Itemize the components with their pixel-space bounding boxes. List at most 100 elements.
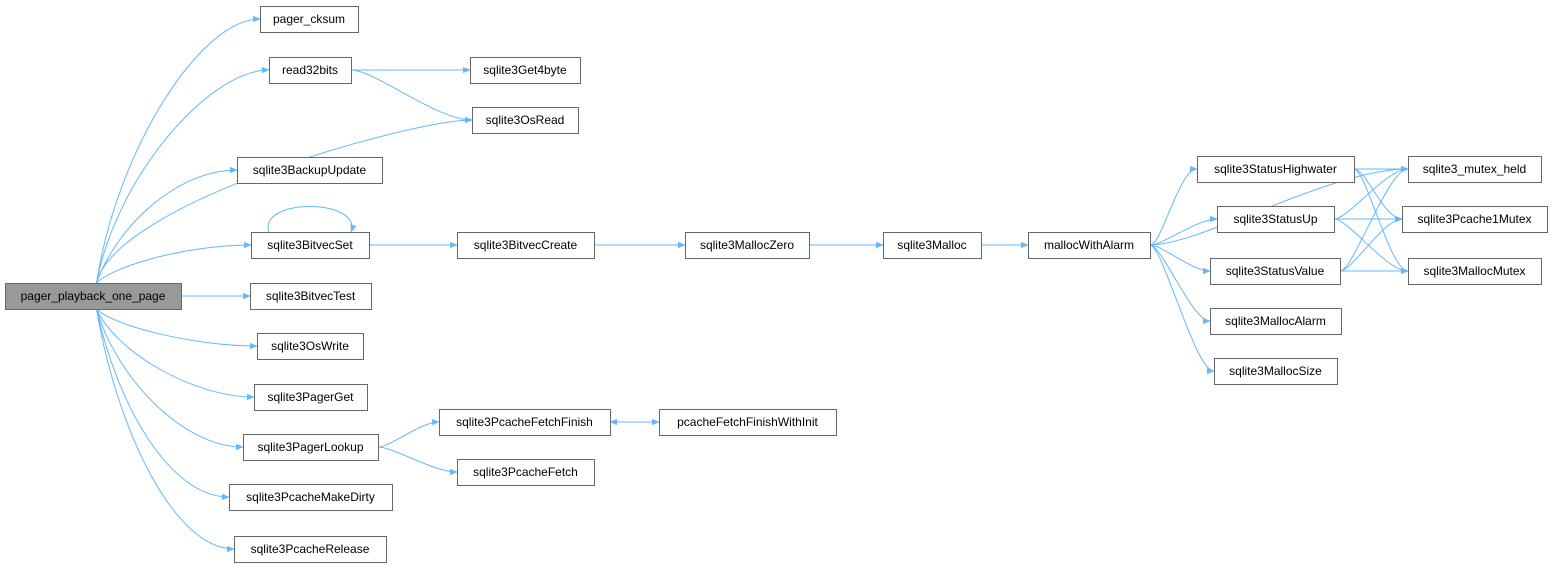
edge-pager-playback-one-page-to-pager-cksum (96, 15, 261, 284)
edge-pager-playback-one-page-to-sqlite3-bitvec-set (96, 241, 252, 284)
edge-malloc-with-alarm-to-sqlite3-malloc-size (1149, 244, 1215, 375)
node-label: sqlite3MallocZero (700, 238, 794, 252)
node-label: pcacheFetchFinishWithInit (677, 415, 818, 429)
node-box (457, 232, 595, 259)
node-label: sqlite3PagerGet (267, 390, 354, 404)
node-sqlite3-pager-get[interactable]: sqlite3PagerGet (254, 384, 368, 411)
node-label: sqlite3StatusValue (1226, 264, 1325, 278)
edge-pager-playback-one-page-to-sqlite3-pcache-release (96, 308, 235, 553)
node-label: sqlite3PcacheFetchFinish (456, 415, 593, 429)
node-pcache-fetch-finish-with-init[interactable]: pcacheFetchFinishWithInit (659, 409, 837, 436)
node-label: sqlite3MallocMutex (1423, 264, 1525, 278)
node-box (5, 283, 182, 310)
node-sqlite3-malloc-zero[interactable]: sqlite3MallocZero (685, 232, 810, 259)
node-label: sqlite3BackupUpdate (253, 163, 367, 177)
node-box (659, 409, 837, 436)
node-sqlite3-pcache-release[interactable]: sqlite3PcacheRelease (234, 536, 387, 563)
node-pager-playback-one-page[interactable]: pager_playback_one_page (5, 283, 182, 310)
node-sqlite3-pcache-fetch[interactable]: sqlite3PcacheFetch (457, 459, 595, 486)
node-box (457, 459, 595, 486)
node-box (470, 57, 581, 84)
edge-sqlite3-status-up-to-sqlite3-malloc-mutex (1333, 218, 1409, 275)
node-box (1408, 156, 1542, 183)
edge-sqlite3-status-highwater-to-sqlite3-malloc-mutex (1353, 168, 1409, 275)
node-sqlite3-os-write[interactable]: sqlite3OsWrite (257, 333, 364, 360)
node-sqlite3-mutex-held[interactable]: sqlite3_mutex_held (1408, 156, 1542, 183)
node-label: sqlite3OsWrite (271, 339, 349, 353)
edge-sqlite3-status-value-to-sqlite3-pcache1-mutex (1339, 215, 1403, 272)
node-sqlite3-get4byte[interactable]: sqlite3Get4byte (470, 57, 581, 84)
node-sqlite3-backup-update[interactable]: sqlite3BackupUpdate (237, 157, 383, 184)
node-box (237, 157, 383, 184)
node-box (254, 384, 368, 411)
node-label: sqlite3PcacheMakeDirty (246, 490, 375, 504)
node-label: pager_playback_one_page (21, 289, 166, 303)
node-label: sqlite3MallocAlarm (1225, 314, 1326, 328)
node-read32bits[interactable]: read32bits (269, 57, 352, 84)
node-label: sqlite3BitvecTest (266, 289, 356, 303)
node-box (257, 333, 364, 360)
node-box (269, 57, 352, 84)
node-label: sqlite3StatusHighwater (1214, 162, 1337, 176)
edge-sqlite3-status-value-to-sqlite3-mutex-held (1339, 165, 1409, 272)
node-box (260, 6, 359, 33)
edge-pager-playback-one-page-to-sqlite3-pager-lookup (96, 308, 244, 451)
node-sqlite3-malloc-alarm[interactable]: sqlite3MallocAlarm (1210, 308, 1342, 335)
node-pager-cksum[interactable]: pager_cksum (260, 6, 359, 33)
node-sqlite3-bitvec-create[interactable]: sqlite3BitvecCreate (457, 232, 595, 259)
node-label: sqlite3Pcache1Mutex (1417, 212, 1531, 226)
node-label: read32bits (282, 63, 338, 77)
node-sqlite3-malloc[interactable]: sqlite3Malloc (883, 232, 982, 259)
edge-read32bits-to-sqlite3-os-read (350, 69, 473, 124)
node-label: sqlite3_mutex_held (1423, 162, 1526, 176)
node-sqlite3-malloc-mutex[interactable]: sqlite3MallocMutex (1408, 258, 1542, 285)
node-box (243, 434, 379, 461)
node-malloc-with-alarm[interactable]: mallocWithAlarm (1028, 232, 1151, 259)
node-sqlite3-status-value[interactable]: sqlite3StatusValue (1210, 258, 1341, 285)
node-box (251, 232, 370, 259)
node-sqlite3-status-up[interactable]: sqlite3StatusUp (1217, 206, 1335, 233)
node-label: sqlite3OsRead (486, 113, 565, 127)
node-box (1210, 308, 1342, 335)
node-box (472, 107, 579, 134)
node-label: sqlite3Malloc (897, 238, 966, 252)
edge-malloc-with-alarm-to-sqlite3-malloc-alarm (1149, 244, 1211, 325)
node-box (1197, 156, 1355, 183)
edge-sqlite3-pager-lookup-to-sqlite3-pcache-fetch (377, 446, 458, 476)
node-sqlite3-bitvec-test[interactable]: sqlite3BitvecTest (250, 283, 372, 310)
edge-pager-playback-one-page-to-sqlite3-backup-update (96, 166, 238, 284)
node-label: mallocWithAlarm (1044, 238, 1134, 252)
node-label: sqlite3PagerLookup (257, 440, 363, 454)
node-sqlite3-pcache-make-dirty[interactable]: sqlite3PcacheMakeDirty (229, 484, 393, 511)
edge-pager-playback-one-page-to-sqlite3-pcache-make-dirty (96, 308, 230, 501)
node-box (250, 283, 372, 310)
node-box (439, 409, 611, 436)
node-box (1402, 206, 1548, 233)
node-box (229, 484, 393, 511)
edge-malloc-with-alarm-to-sqlite3-status-up (1149, 215, 1218, 246)
node-box (234, 536, 387, 563)
node-label: sqlite3PcacheFetch (473, 465, 578, 479)
edge-pager-playback-one-page-to-read32bits (96, 66, 270, 284)
node-sqlite3-status-highwater[interactable]: sqlite3StatusHighwater (1197, 156, 1355, 183)
node-sqlite3-os-read[interactable]: sqlite3OsRead (472, 107, 579, 134)
node-sqlite3-malloc-size[interactable]: sqlite3MallocSize (1214, 358, 1338, 385)
node-sqlite3-bitvec-set[interactable]: sqlite3BitvecSet (251, 232, 370, 259)
nodes-layer: pager_playback_one_page pager_cksum read32… (5, 6, 1548, 563)
node-label: sqlite3Get4byte (483, 63, 567, 77)
node-sqlite3-pcache1-mutex[interactable]: sqlite3Pcache1Mutex (1402, 206, 1548, 233)
edge-malloc-with-alarm-to-sqlite3-status-highwater (1149, 165, 1198, 246)
node-box (1210, 258, 1341, 285)
node-sqlite3-pager-lookup[interactable]: sqlite3PagerLookup (243, 434, 379, 461)
edges-layer (96, 15, 1409, 553)
node-label: sqlite3BitvecSet (267, 238, 353, 252)
edge-pager-playback-one-page-to-sqlite3-os-write (96, 308, 258, 350)
node-label: pager_cksum (273, 12, 345, 26)
node-box (1028, 232, 1151, 259)
edge-pager-playback-one-page-to-sqlite3-pager-get (96, 308, 255, 401)
node-box (883, 232, 982, 259)
node-sqlite3-pcache-fetch-finish[interactable]: sqlite3PcacheFetchFinish (439, 409, 611, 436)
edge-sqlite3-pager-lookup-to-sqlite3-pcache-fetch-finish (377, 418, 440, 448)
edge-malloc-with-alarm-to-sqlite3-status-value (1149, 244, 1211, 275)
